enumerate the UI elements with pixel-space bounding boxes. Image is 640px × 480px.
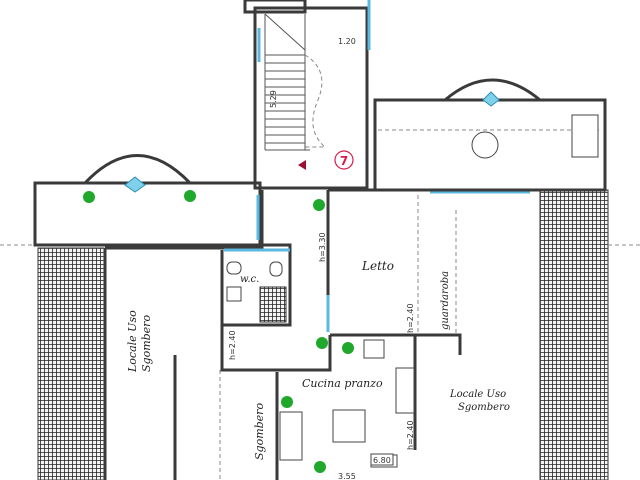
stair-length-dim: 5.29 bbox=[269, 90, 278, 108]
roof-left bbox=[37, 247, 105, 480]
entrance-arrow-icon bbox=[298, 160, 306, 170]
room-locale-left-line1: Locale Uso bbox=[126, 310, 139, 373]
height-cucina: h=2.40 bbox=[406, 420, 415, 450]
room-cucina: Cucina pranzo bbox=[302, 377, 383, 390]
height-letto: h=3.30 bbox=[318, 232, 327, 262]
room-locale-right-line1: Locale Uso bbox=[449, 389, 506, 400]
height-wc: h=2.40 bbox=[228, 330, 237, 360]
room-locale-left-line2: Sgombero bbox=[140, 315, 153, 372]
room-sgombero: Sgombero bbox=[253, 403, 266, 460]
room-letto: Letto bbox=[361, 259, 394, 273]
plants bbox=[281, 199, 354, 473]
marker-circle bbox=[334, 150, 354, 170]
terrace-right bbox=[373, 78, 607, 194]
main-walls bbox=[103, 188, 540, 480]
room-locale-right-line2: Sgombero bbox=[458, 402, 510, 413]
height-guardaroba: h=2.40 bbox=[406, 303, 415, 333]
marker-number: 7 bbox=[340, 154, 348, 168]
room-guardaroba: guardaroba bbox=[440, 271, 451, 330]
roof-right bbox=[539, 189, 609, 480]
staircase: 1.20 5.29 7 bbox=[243, 0, 371, 190]
area-box: 6.80 bbox=[373, 456, 391, 465]
bottom-dim: 3.55 bbox=[338, 472, 356, 480]
stair-width-dim: 1.20 bbox=[338, 37, 356, 46]
terrace-left bbox=[33, 154, 262, 247]
room-wc: w.c. bbox=[240, 274, 259, 285]
